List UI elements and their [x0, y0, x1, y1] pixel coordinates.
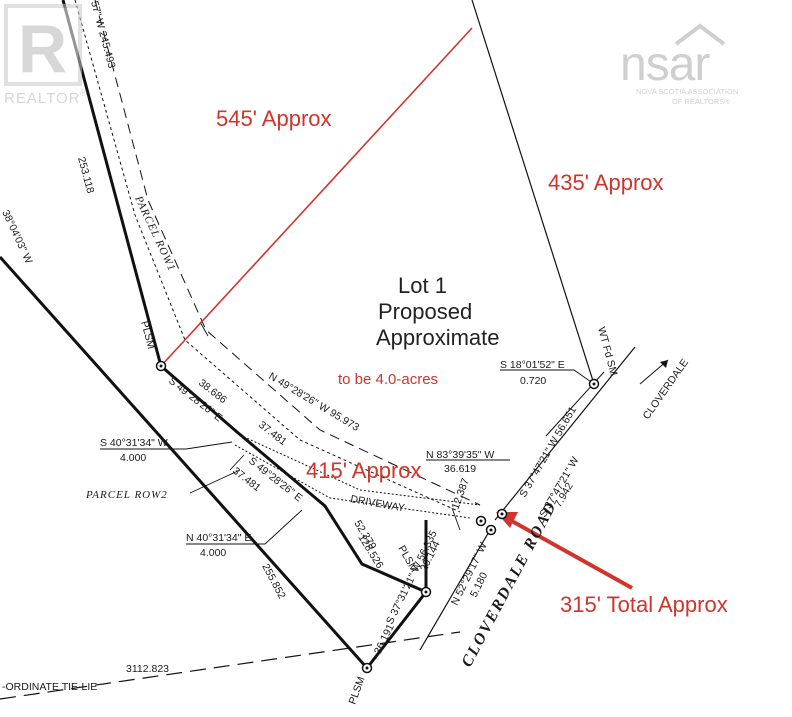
west-boundary-line: [61, 0, 427, 594]
approx-415-label: 415' Approx: [306, 458, 422, 483]
driveway-end-tick: [451, 507, 461, 531]
distance-4000-a-label: 4.000: [120, 452, 146, 464]
n40-leader-line: [186, 509, 303, 545]
east-boundary-line: [471, 0, 595, 385]
driveway-label: DRIVEWAY: [349, 493, 405, 514]
s18-leader-line: [500, 369, 595, 385]
s40-bearing-label: S 40°31'34" W: [100, 437, 168, 449]
cloverdale-direction-arrow: [639, 359, 669, 385]
driveway-line-a: [239, 434, 481, 506]
distance-255852-label: 255.852: [259, 562, 287, 601]
approx-435-label: 435' Approx: [548, 170, 664, 195]
plsm-cross-tick: [229, 454, 245, 471]
nsar-line1: NOVA SCOTIA ASSOCIATION: [636, 87, 738, 96]
plsm-label-1: PLSM: [138, 320, 157, 351]
nsar-logo: nsar NOVA SCOTIA ASSOCIATION OF REALTORS…: [620, 23, 738, 106]
parcel-row1-label: PARCEL ROW1: [132, 193, 178, 273]
s18-bearing-label: S 18°01'52" E: [500, 359, 565, 371]
nsar-wordmark: nsar: [620, 38, 710, 91]
cloverdale-road-edge-west: [419, 529, 491, 651]
wt-fd-sm-label: WT Fd SM: [595, 326, 620, 377]
top-bearing-label: 57" W 245.493: [88, 0, 118, 70]
co-ordinate-tie-line: [0, 631, 461, 700]
tie-line-label: -ORDINATE TIE-LIE: [2, 681, 97, 693]
lot-proposed: Proposed: [378, 299, 472, 324]
lot-tick: [199, 321, 209, 337]
survey-markers: [155, 360, 600, 674]
total-315-label: 315' Total Approx: [560, 592, 728, 617]
house-roof-icon: [674, 23, 726, 46]
distance-253-label: 253.118: [75, 156, 96, 195]
lot-title: Lot 1: [398, 273, 447, 298]
property-boundaries: [0, 0, 636, 700]
cloverdale-road-edge-east: [494, 346, 636, 521]
approx-545-red-line: [160, 27, 473, 367]
nsar-line2: OF REALTORS®: [672, 97, 730, 106]
realtor-registered-mark: ®: [80, 88, 87, 98]
realtor-logo: R REALTOR ®: [4, 4, 87, 107]
distance-0720-label: 0.720: [520, 375, 546, 387]
southwest-boundary-line: [0, 256, 369, 669]
distance-36191-label: 36.191: [372, 622, 397, 656]
svg-text:R: R: [18, 11, 67, 87]
distance-3112-label: 3112.823: [126, 663, 169, 675]
distance-36619-label: 36.619: [444, 463, 476, 475]
parcel-row1-line-a: [94, 0, 481, 506]
n83-bearing-label: N 83°39'35" W: [426, 449, 494, 461]
survey-marker-dots: [159, 364, 596, 670]
realtor-wordmark: REALTOR: [4, 90, 80, 107]
lot-approximate: Approximate: [376, 325, 500, 350]
plsm-label-3: PLSM: [347, 675, 368, 706]
s40-leader-line: [100, 441, 233, 450]
distance-12387-label: 12.387: [450, 477, 472, 511]
driveway-line-b: [234, 444, 471, 519]
left-bearing-label: 38°04'03" W: [0, 208, 35, 266]
distance-37481-a-label: 37.481: [256, 419, 289, 448]
south-boundary-line: [365, 591, 428, 669]
acres-label: to be 4.0-acres: [338, 371, 438, 388]
n40-bearing-label: N 40°31'34" E: [186, 532, 251, 544]
approx-545-label: 545' Approx: [216, 106, 332, 131]
parcel-row2-label: PARCEL ROW2: [85, 489, 168, 501]
realtor-r-icon: R: [4, 4, 82, 87]
parcel-row2-leader: [189, 469, 241, 494]
distance-4000-b-label: 4.000: [200, 547, 226, 559]
